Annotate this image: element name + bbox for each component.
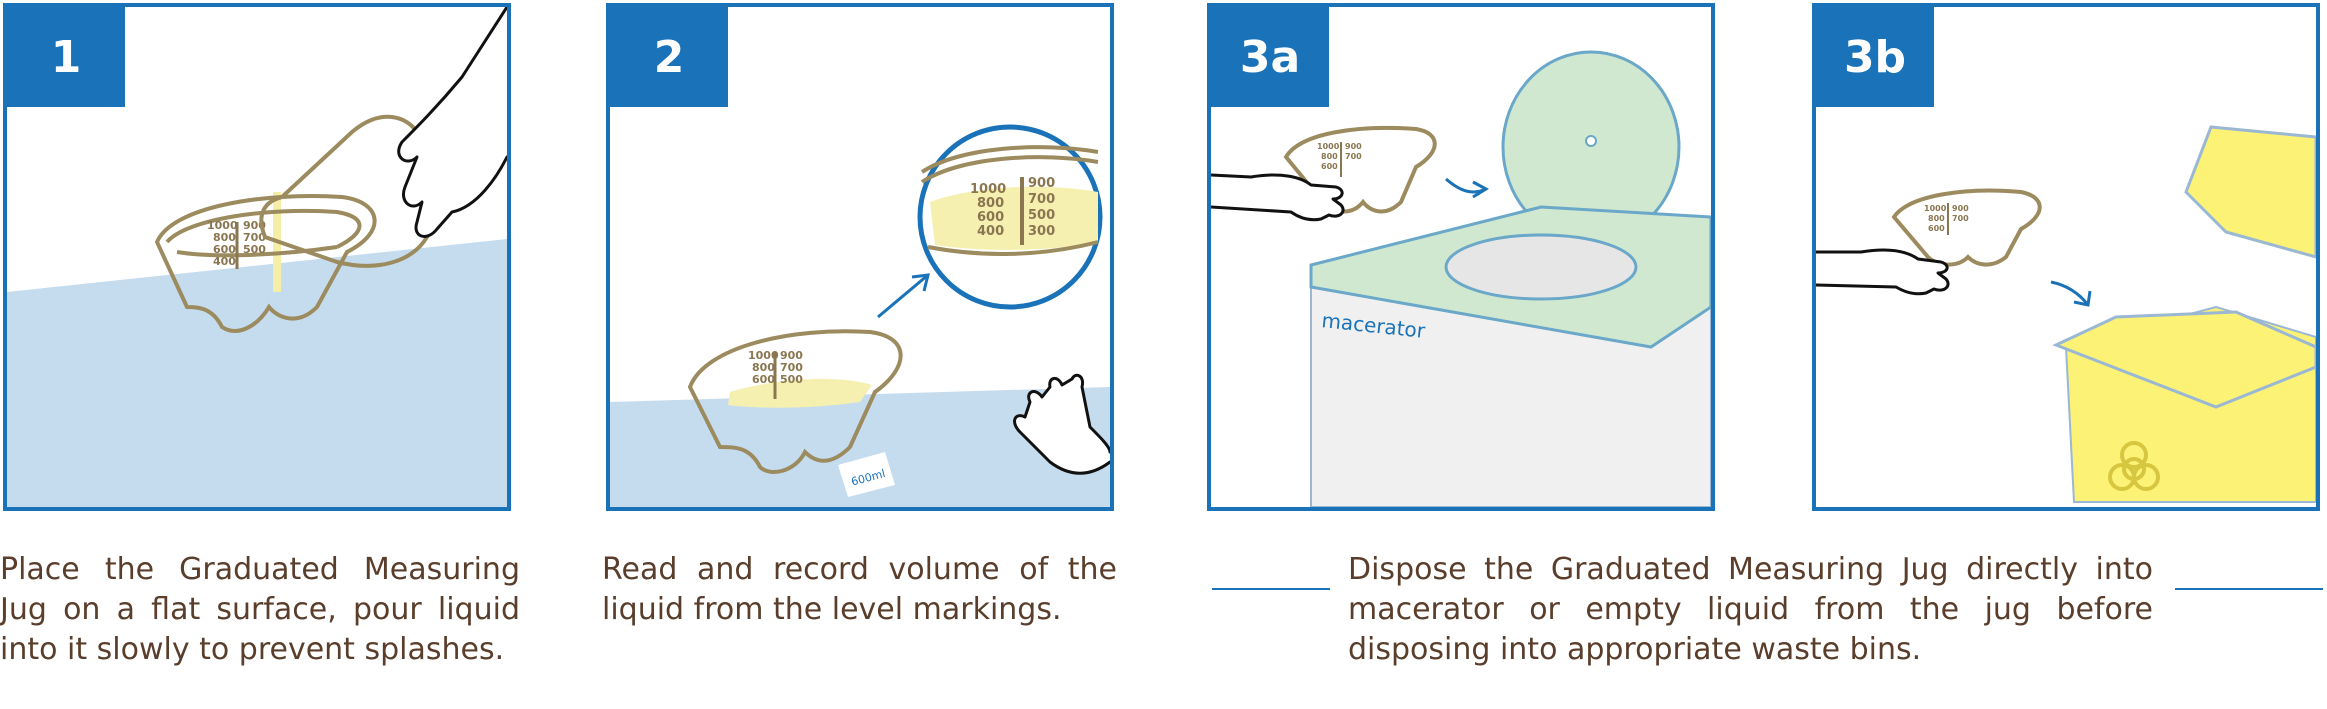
pouring-jug-icon (259, 114, 430, 268)
svg-text:700: 700 (780, 361, 803, 374)
step-badge-2: 2 (610, 7, 728, 107)
holding-hand-icon (1211, 173, 1345, 222)
table-surface (7, 239, 507, 507)
svg-text:500: 500 (1028, 208, 1055, 223)
svg-text:1000: 1000 (970, 182, 1006, 197)
step-badge-3a: 3a (1211, 7, 1329, 107)
svg-text:300: 300 (1028, 224, 1055, 239)
measuring-jug-icon (1891, 188, 2042, 267)
svg-text:500: 500 (243, 243, 266, 256)
jug-level-markings: 1000 900 800 700 600 (1317, 142, 1362, 177)
magnifier-circle (917, 124, 1103, 310)
step-badge-3b: 3b (1816, 7, 1934, 107)
zoomed-level-markings: 1000 900 800 700 600 500 400 300 (970, 176, 1055, 245)
svg-text:1000: 1000 (1924, 204, 1947, 213)
caption-divider-left (1212, 588, 1330, 590)
svg-text:600: 600 (752, 373, 775, 386)
panel-step-3b: 3b 1000 900 800 700 600 (1812, 3, 2320, 511)
svg-text:800: 800 (1321, 152, 1338, 161)
svg-text:700: 700 (1345, 152, 1362, 161)
svg-text:700: 700 (243, 231, 266, 244)
svg-text:600: 600 (977, 210, 1004, 225)
jug-level-markings: 1000 900 800 700 600 (1924, 203, 1969, 235)
dispose-arrow-icon (2050, 280, 2090, 306)
illustration-waste-bin: 1000 900 800 700 600 (1816, 125, 2316, 503)
svg-text:900: 900 (1028, 176, 1055, 191)
writing-hand-icon (1013, 373, 1110, 475)
biohazard-icon (2108, 441, 2160, 491)
measuring-jug-icon (1283, 125, 1437, 214)
svg-text:700: 700 (1952, 214, 1969, 223)
measuring-jug-icon (687, 329, 903, 474)
svg-text:400: 400 (213, 255, 236, 268)
svg-text:1000: 1000 (1317, 142, 1340, 151)
table-surface (610, 387, 1110, 507)
caption-divider-right (2175, 588, 2323, 590)
step-badge-1: 1 (7, 7, 125, 107)
svg-text:800: 800 (977, 196, 1004, 211)
volume-note: 600ml (838, 452, 895, 497)
svg-text:1000: 1000 (748, 349, 779, 362)
macerator-opening (1444, 233, 1638, 301)
measuring-jug-icon (154, 194, 377, 333)
svg-text:1000: 1000 (207, 219, 238, 232)
svg-text:900: 900 (1345, 142, 1362, 151)
holding-hand-icon (1816, 248, 1950, 296)
zoom-arrow-icon (877, 273, 929, 319)
svg-text:800: 800 (1928, 214, 1945, 223)
caption-step-1: Place the Graduated Measuring Jug on a f… (0, 552, 520, 667)
svg-text:800: 800 (752, 361, 775, 374)
svg-text:900: 900 (1952, 204, 1969, 213)
waste-bin-front-lid (2052, 310, 2316, 409)
svg-text:500: 500 (780, 373, 803, 386)
svg-text:400: 400 (977, 224, 1004, 239)
pouring-hand-icon (397, 7, 507, 238)
caption-step-3: Dispose the Graduated Measuring Jug dire… (1348, 552, 2153, 667)
svg-text:800: 800 (213, 231, 236, 244)
svg-text:600: 600 (1321, 162, 1338, 171)
caption-step-2: Read and record volume of the liquid fro… (602, 552, 1117, 627)
svg-text:900: 900 (780, 349, 803, 362)
svg-text:700: 700 (1028, 192, 1055, 207)
waste-bin-back-lid (2184, 125, 2316, 259)
svg-text:600: 600 (1928, 224, 1945, 233)
svg-text:600: 600 (213, 243, 236, 256)
